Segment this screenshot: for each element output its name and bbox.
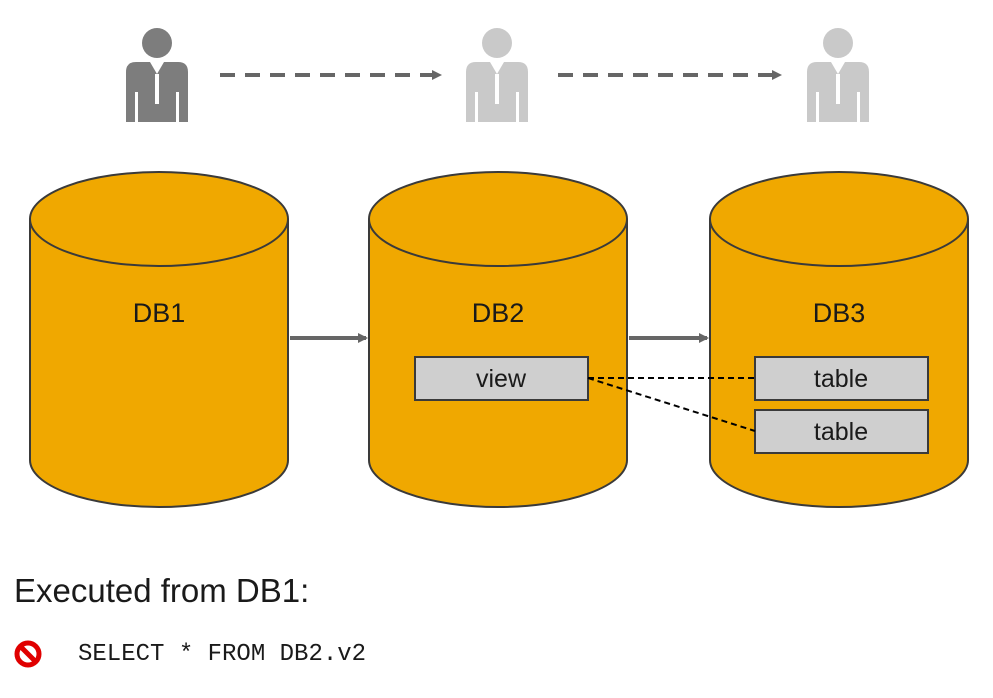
sql-query: SELECT * FROM DB2.v2 xyxy=(78,640,367,668)
table-box-1: table xyxy=(754,356,929,401)
table-label-2: table xyxy=(814,418,868,446)
db3-label: DB3 xyxy=(813,298,866,328)
database-cylinder-db1: DB1 xyxy=(29,171,289,508)
table-label-1: table xyxy=(814,365,868,393)
db2-label: DB2 xyxy=(472,298,525,328)
table-box-2: table xyxy=(754,409,929,454)
user-icon-2 xyxy=(466,28,528,122)
execution-context-caption: Executed from DB1: xyxy=(14,572,310,609)
query-row: SELECT * FROM DB2.v2 xyxy=(14,634,366,674)
user-icon-1 xyxy=(126,28,188,122)
user-icon-3 xyxy=(807,28,869,122)
no-entry-icon xyxy=(14,640,42,668)
database-cylinder-db3: DB3 xyxy=(709,171,969,508)
view-box: view xyxy=(414,356,589,401)
view-label: view xyxy=(476,365,527,393)
db1-label: DB1 xyxy=(133,298,186,328)
database-cylinder-db2: DB2 xyxy=(368,171,628,508)
